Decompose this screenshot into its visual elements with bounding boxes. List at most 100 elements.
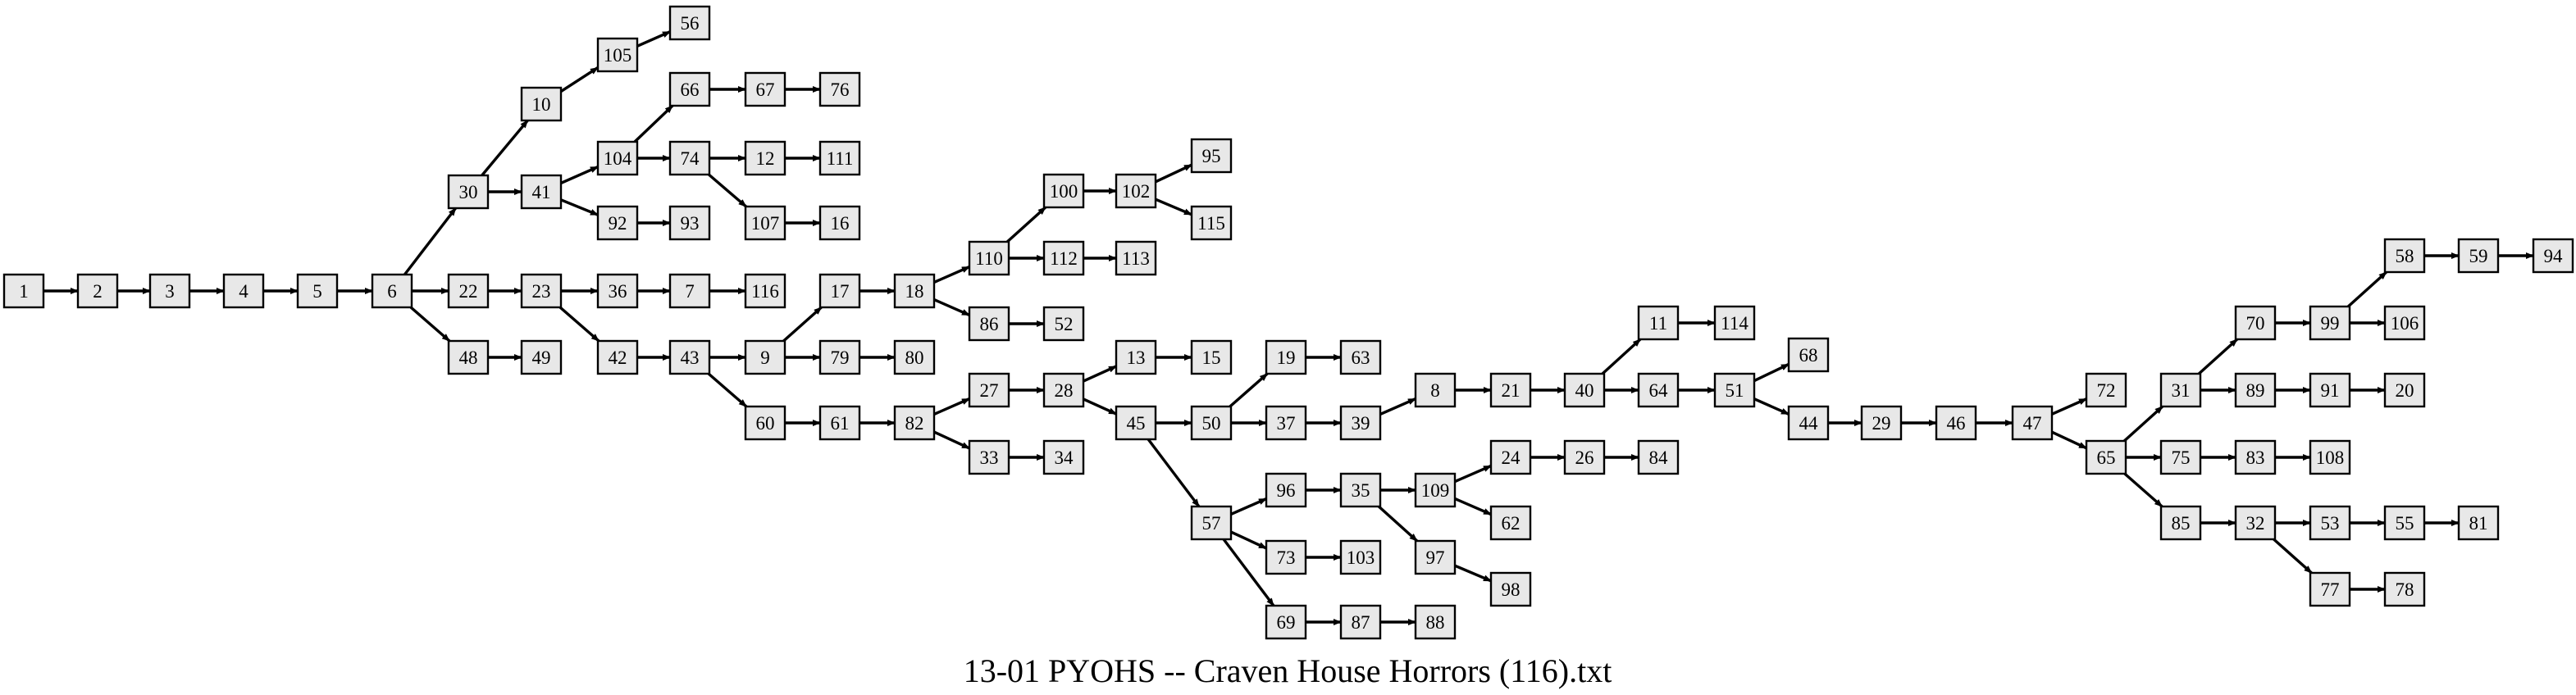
edge-arrow — [636, 30, 671, 48]
node-53: 53 — [2309, 505, 2351, 541]
node-39: 39 — [1339, 405, 1382, 441]
edge-23-42 — [559, 306, 600, 343]
node-label: 16 — [831, 213, 850, 234]
node-box — [1339, 604, 1382, 640]
edge-57-69 — [1222, 538, 1275, 607]
node-label: 2 — [93, 281, 103, 302]
node-label: 78 — [2396, 579, 2414, 600]
node-label: 55 — [2396, 513, 2414, 534]
node-label: 80 — [905, 348, 924, 368]
node-61: 61 — [818, 405, 861, 441]
node-77: 77 — [2309, 571, 2351, 607]
node-label: 40 — [1575, 380, 1594, 401]
node-label: 22 — [459, 281, 478, 302]
node-box — [1042, 306, 1085, 342]
node-label: 63 — [1352, 348, 1370, 368]
node-80: 80 — [893, 339, 936, 375]
node-label: 103 — [1347, 547, 1375, 568]
edge-65-85 — [2123, 472, 2163, 508]
node-box — [1190, 138, 1233, 174]
node-label: 113 — [1122, 248, 1150, 269]
node-box — [76, 273, 119, 309]
edge-102-95 — [1155, 163, 1192, 184]
node-label: 21 — [1502, 380, 1521, 401]
node-62: 62 — [1489, 505, 1532, 541]
node-44: 44 — [1787, 405, 1830, 441]
node-label: 50 — [1202, 413, 1221, 434]
edge-arrow — [782, 306, 823, 343]
edge-18-86 — [933, 298, 970, 317]
node-31: 31 — [2159, 372, 2202, 408]
edge-arrow — [2051, 430, 2087, 450]
node-label: 115 — [1197, 213, 1225, 234]
node-20: 20 — [2383, 372, 2426, 408]
node-label: 106 — [2391, 313, 2419, 334]
node-box — [1042, 240, 1085, 276]
edge-arrow — [409, 306, 451, 343]
node-40: 40 — [1563, 372, 1606, 408]
edge-35-97 — [1378, 505, 1418, 543]
node-box — [1637, 372, 1680, 408]
edge-arrow — [1083, 365, 1117, 383]
node-box — [1489, 372, 1532, 408]
edge-arrow — [933, 298, 970, 317]
node-17: 17 — [818, 273, 861, 309]
node-label: 3 — [165, 281, 175, 302]
edge-arrow — [1222, 538, 1275, 607]
node-box — [2159, 372, 2202, 408]
node-label: 23 — [532, 281, 551, 302]
node-56: 56 — [668, 5, 711, 41]
node-70: 70 — [2234, 305, 2277, 341]
node-box — [2383, 238, 2426, 274]
node-box — [968, 240, 1010, 276]
edge-99-58 — [2347, 270, 2387, 308]
node-74: 74 — [668, 140, 711, 176]
node-label: 84 — [1649, 447, 1669, 468]
node-label: 70 — [2246, 313, 2265, 334]
node-91: 91 — [2309, 372, 2351, 408]
node-label: 18 — [905, 281, 924, 302]
node-30: 30 — [447, 174, 490, 210]
node-label: 98 — [1502, 579, 1521, 600]
node-box — [2085, 439, 2127, 475]
node-box — [818, 273, 861, 309]
node-63: 63 — [1339, 339, 1382, 375]
node-box — [1115, 240, 1157, 276]
node-label: 20 — [2396, 380, 2414, 401]
edge-51-44 — [1753, 397, 1790, 416]
node-33: 33 — [968, 439, 1010, 475]
node-94: 94 — [2532, 238, 2574, 274]
node-69: 69 — [1265, 604, 1307, 640]
edge-arrow — [1454, 564, 1492, 583]
edge-31-70 — [2198, 338, 2238, 375]
edge-109-24 — [1454, 464, 1492, 484]
node-label: 76 — [831, 79, 850, 100]
node-21: 21 — [1489, 372, 1532, 408]
node-box — [1489, 505, 1532, 541]
node-box — [1265, 472, 1307, 508]
node-11: 11 — [1637, 305, 1680, 341]
node-box — [2309, 439, 2351, 475]
node-box — [1042, 439, 1085, 475]
node-label: 108 — [2316, 447, 2345, 468]
node-box — [668, 205, 711, 241]
edge-50-19 — [1229, 372, 1269, 408]
node-label: 60 — [756, 413, 775, 434]
node-box — [1637, 305, 1680, 341]
edge-arrow — [559, 306, 600, 343]
node-46: 46 — [1935, 405, 1977, 441]
edge-57-96 — [1230, 497, 1267, 516]
node-box — [818, 405, 861, 441]
node-106: 106 — [2383, 305, 2426, 341]
node-box — [1265, 539, 1307, 575]
node-box — [1713, 305, 1756, 341]
node-box — [744, 205, 786, 241]
edge-arrow — [1378, 505, 1418, 543]
node-82: 82 — [893, 405, 936, 441]
node-5: 5 — [296, 273, 339, 309]
node-72: 72 — [2085, 372, 2127, 408]
edge-28-13 — [1083, 365, 1117, 383]
edge-47-65 — [2051, 430, 2087, 450]
node-13: 13 — [1115, 339, 1157, 375]
node-box — [371, 273, 413, 309]
